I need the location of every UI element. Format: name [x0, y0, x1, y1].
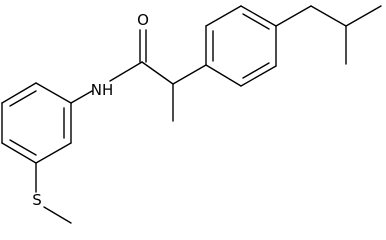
molecule-diagram: O NH S	[1, 5, 382, 224]
bond-ring-right-1	[205, 64, 242, 87]
bond-ring-right-5	[205, 5, 242, 27]
bond-ring-left-5	[35, 142, 72, 164]
bonds	[1, 5, 382, 224]
bond-ch2-ch	[310, 5, 347, 27]
amide-nh-label: NH	[91, 81, 114, 99]
bond-ring-left-2	[1, 82, 37, 104]
bond-nh-ring-left	[70, 90, 93, 104]
bond-ring-right-inner-2	[242, 62, 270, 79]
bond-carbonyl-nh	[109, 61, 143, 82]
bond-alpha-ring-right	[172, 64, 207, 85]
sulfur-label: S	[32, 191, 42, 209]
bond-carbonyl-alpha	[141, 61, 174, 85]
bond-ring-right-inner-3	[242, 13, 270, 30]
bond-ring-right-4	[240, 5, 277, 27]
bond-ring-right-2	[240, 65, 277, 87]
bond-ring-left-4	[1, 142, 37, 164]
bond-ring-left-1	[35, 82, 72, 104]
bond-ring-left-inner-2	[9, 139, 37, 156]
bond-sulfur-methyl	[43, 206, 72, 224]
bond-ring-left-inner-1	[9, 90, 37, 107]
bond-ring-ch2	[275, 5, 312, 27]
atom-labels: O NH S	[32, 11, 149, 209]
oxygen-label: O	[137, 11, 149, 29]
bond-ch-methyl-b	[345, 5, 382, 27]
